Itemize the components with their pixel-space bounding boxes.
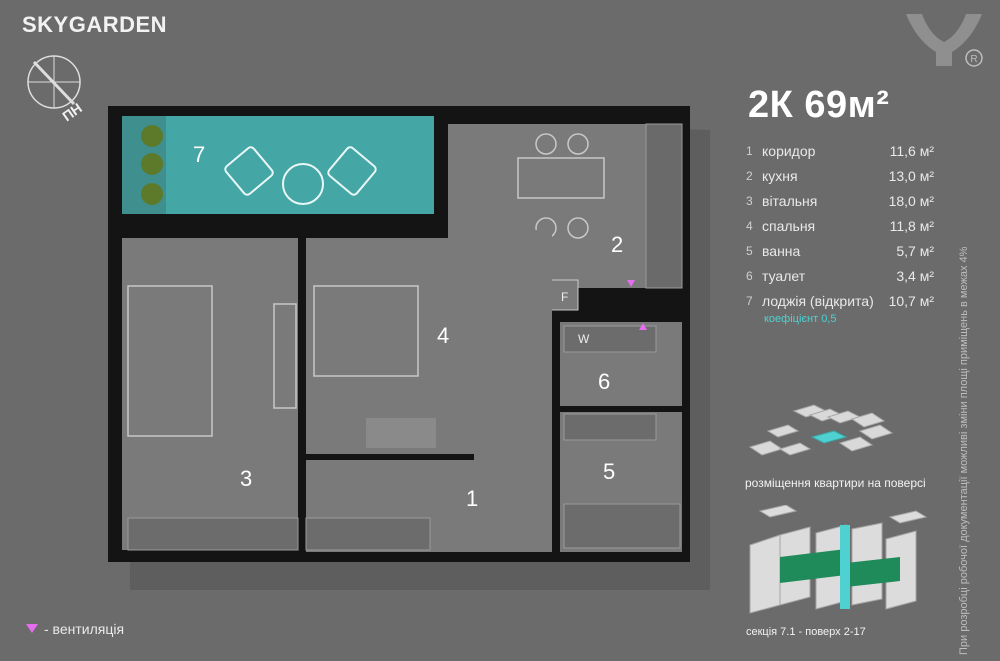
floor-caption: розміщення квартири на поверсі xyxy=(745,476,926,490)
plan-label-3: 3 xyxy=(240,466,253,491)
compass-icon xyxy=(27,55,81,109)
plan-label-5: 5 xyxy=(603,459,616,484)
brand-y-logo-icon: R xyxy=(906,14,983,67)
plan-label-4: 4 xyxy=(437,323,450,348)
disclaimer: При розробці робочої документації можлив… xyxy=(958,246,970,655)
apartment-title: 2К 69м² xyxy=(748,84,890,126)
building-section-map xyxy=(749,505,928,614)
legend: - вентиляція xyxy=(26,621,124,637)
floor-plan xyxy=(108,106,710,590)
list-item: 1 коридор 11,6 м² xyxy=(746,143,934,159)
section-caption: секція 7.1 - поверх 2-17 xyxy=(746,626,866,638)
brand-name: SKYGARDEN xyxy=(22,12,168,37)
plan-label-2: 2 xyxy=(611,232,624,257)
legend-text: - вентиляція xyxy=(44,621,125,637)
list-item: 4 спальня 11,8 м² xyxy=(746,218,934,234)
floor-placement-map xyxy=(748,404,894,456)
vent-triangle-icon xyxy=(26,624,38,633)
loggia-coefficient: коефіцієнт 0,5 xyxy=(764,313,837,325)
plan-label-6: 6 xyxy=(598,369,611,394)
list-item: 7 лоджія (відкрита) 10,7 м² xyxy=(746,293,934,309)
plan-label-7: 7 xyxy=(193,142,206,167)
svg-text:R: R xyxy=(970,54,977,65)
list-item: 5 ванна 5,7 м² xyxy=(746,243,934,259)
list-item: 3 вітальня 18,0 м² xyxy=(746,193,934,209)
list-item: 6 туалет 3,4 м² xyxy=(746,268,934,284)
list-item: 2 кухня 13,0 м² xyxy=(746,168,934,184)
fridge-mark: F xyxy=(561,290,569,304)
washer-mark: W xyxy=(578,332,590,346)
rooms-list: 1 коридор 11,6 м² 2 кухня 13,0 м² 3 віта… xyxy=(746,140,938,315)
plan-label-1: 1 xyxy=(466,486,479,511)
